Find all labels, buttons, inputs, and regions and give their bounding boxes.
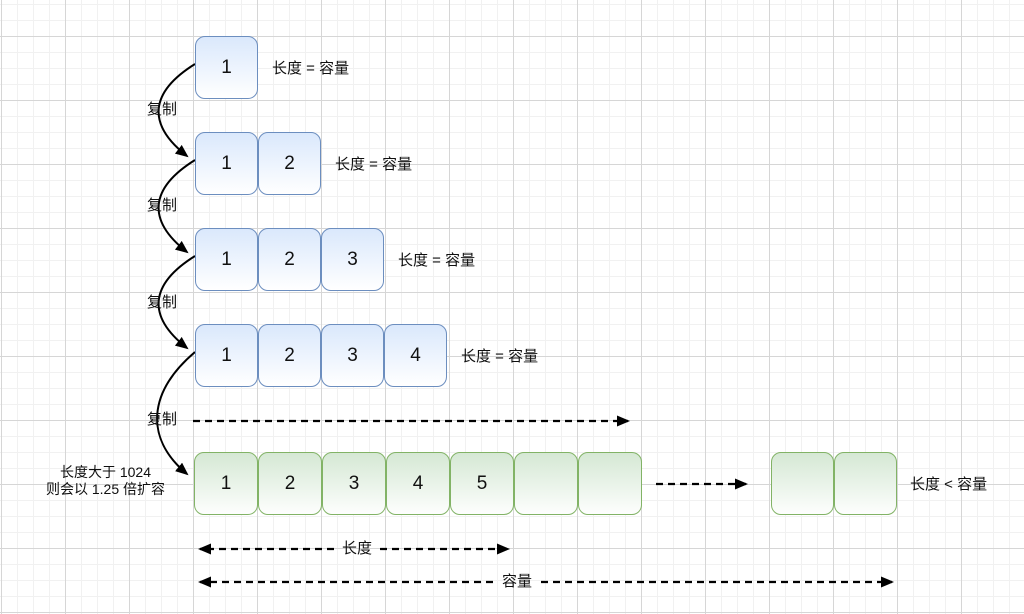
copy-label-1: 复制 <box>146 101 177 118</box>
row-label-2: 长度 = 容量 <box>335 156 413 173</box>
length-label: 长度 <box>341 540 372 557</box>
slice-cell: 3 <box>321 228 384 291</box>
copy-curve-2 <box>157 159 196 254</box>
slice-cell: 1 <box>195 324 258 387</box>
growth-note-line1: 长度大于 1024 <box>59 464 152 480</box>
slice-cell: 2 <box>258 324 321 387</box>
slice-cell: 2 <box>258 132 321 195</box>
slice-cell: 3 <box>321 324 384 387</box>
slice-cell: 5 <box>450 452 514 515</box>
slice-row-4: 1 2 3 4 <box>195 324 447 387</box>
copy-label-3: 复制 <box>146 294 177 311</box>
spare-capacity-cells <box>771 452 897 515</box>
slice-cell-empty <box>834 452 897 515</box>
slice-row-3: 1 2 3 <box>195 228 384 291</box>
copy-label-2: 复制 <box>146 197 177 214</box>
copy-curve-4 <box>156 351 196 476</box>
slice-row-2: 1 2 <box>195 132 321 195</box>
slice-cell: 1 <box>195 228 258 291</box>
slice-cell: 4 <box>386 452 450 515</box>
growth-note: 长度大于 1024 则会以 1.25 倍扩容 <box>18 464 193 498</box>
copy-curve-3 <box>157 255 196 350</box>
capacity-label: 容量 <box>501 573 532 590</box>
slice-cell-empty <box>771 452 834 515</box>
row-label-1: 长度 = 容量 <box>272 60 350 77</box>
grown-slice-row: 1 2 3 4 5 <box>194 452 642 515</box>
slice-cell: 1 <box>195 36 258 99</box>
slice-cell: 2 <box>258 228 321 291</box>
row-label-3: 长度 = 容量 <box>398 252 476 269</box>
slice-cell-empty <box>514 452 578 515</box>
grown-row-label: 长度 < 容量 <box>910 476 988 493</box>
slice-cell: 1 <box>194 452 258 515</box>
slice-cell-empty <box>578 452 642 515</box>
copy-curve-1 <box>157 63 196 158</box>
slice-cell: 2 <box>258 452 322 515</box>
slice-cell: 1 <box>195 132 258 195</box>
growth-note-line2: 则会以 1.25 倍扩容 <box>45 481 166 497</box>
slice-row-1: 1 <box>195 36 258 99</box>
slice-cell: 4 <box>384 324 447 387</box>
copy-label-4: 复制 <box>146 411 177 428</box>
row-label-4: 长度 = 容量 <box>461 348 539 365</box>
slice-cell: 3 <box>322 452 386 515</box>
